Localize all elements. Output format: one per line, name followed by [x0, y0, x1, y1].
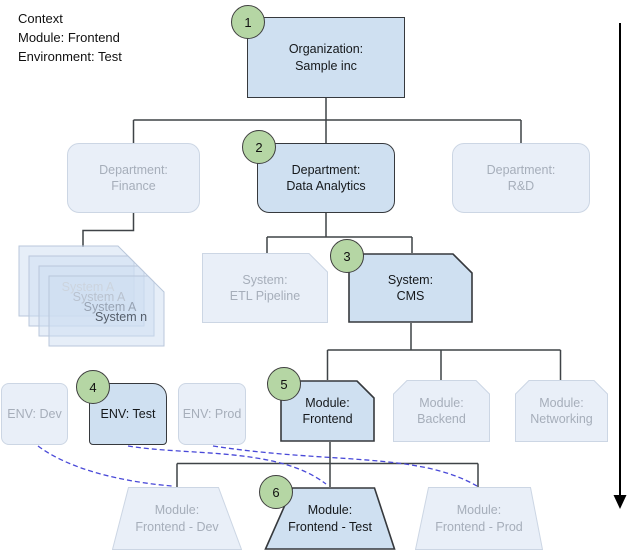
node-department-finance: Department: Finance [67, 143, 200, 213]
node-env-dev-label: ENV: Dev [7, 406, 62, 421]
badge-number: 5 [280, 376, 288, 392]
node-label-line: Frontend - Dev [135, 519, 219, 534]
node-department-data-analytics: Department: Data Analytics [257, 143, 395, 213]
node-label-line: Frontend [302, 412, 353, 426]
step-badge-3: 3 [330, 239, 364, 273]
node-module-backend-label: Module: Backend [417, 395, 466, 428]
node-label-line: Data Analytics [286, 179, 366, 193]
node-label-line: Backend [417, 412, 466, 426]
edge-cms-to-modules [326, 323, 562, 380]
node-instance-frontend-dev-label: Module: Frontend - Dev [135, 502, 218, 535]
node-label-line: CMS [396, 289, 425, 303]
node-module-frontend: Module: Frontend [280, 380, 375, 442]
node-department-rd: Department: R&D [452, 143, 590, 213]
step-badge-4: 4 [76, 370, 110, 404]
stack-item-label: System A [61, 279, 115, 294]
dashed-link-env-test-to-instance-test [127, 445, 327, 485]
node-system-etl-pipeline: System: ETL Pipeline [202, 253, 328, 323]
node-label-line: ETL Pipeline [229, 289, 301, 303]
node-label-line: Frontend - Test [288, 519, 372, 534]
dashed-link-env-prod-to-instance-prod [212, 445, 478, 487]
node-module-frontend-label: Module: Frontend [302, 395, 352, 428]
node-organization-label: Organization: Sample inc [289, 41, 363, 74]
node-env-test-label: ENV: Test [100, 406, 156, 421]
node-label-line: Networking [530, 412, 593, 426]
node-label-line: Module: [456, 503, 502, 518]
card-shape [348, 253, 473, 323]
context-environment-line: Environment: Test [18, 48, 122, 64]
step-badge-1: 1 [231, 5, 265, 39]
badge-number: 2 [255, 139, 263, 155]
node-system-cms: System: CMS [348, 253, 473, 323]
card-shape [280, 380, 375, 442]
node-label-line: Module: [154, 503, 200, 518]
edge-data-analytics-to-systems [266, 213, 413, 253]
node-label-line: R&D [507, 179, 535, 193]
node-label-line: Department: [99, 162, 168, 177]
node-department-finance-label: Department: Finance [99, 162, 168, 195]
node-label-line: Department: [291, 162, 361, 177]
node-department-rd-label: Department: R&D [487, 162, 556, 195]
stack-item-label: System A [83, 299, 137, 314]
node-instance-frontend-dev: Module: Frontend - Dev [112, 487, 242, 550]
node-label-line: Finance [111, 179, 156, 193]
badge-number: 4 [89, 379, 97, 395]
stack-item-label: System A [72, 289, 126, 304]
node-department-data-analytics-label: Department: Data Analytics [286, 162, 365, 195]
node-label-line: Module: [305, 395, 350, 410]
node-label-line: Module: [307, 503, 353, 518]
edge-org-to-departments [132, 98, 522, 143]
node-label-line: Department: [486, 162, 556, 177]
node-module-networking: Module: Networking [515, 380, 608, 442]
node-system-cms-label: System: CMS [388, 272, 433, 305]
step-badge-5: 5 [267, 367, 301, 401]
node-label-line: Module: [539, 395, 584, 410]
node-system-stack: System A System A System A System n [18, 245, 170, 353]
node-module-networking-label: Module: Networking [530, 395, 593, 428]
trapezoid-shape [415, 487, 543, 550]
node-system-etl-label: System: ETL Pipeline [230, 272, 300, 305]
node-organization: Organization: Sample inc [247, 17, 405, 98]
edge-frontend-to-instances [176, 442, 479, 487]
node-module-backend: Module: Backend [393, 380, 490, 442]
context-note: Context Module: Frontend Environment: Te… [18, 10, 122, 67]
badge-number: 6 [272, 484, 280, 500]
node-instance-frontend-prod-label: Module: Frontend - Prod [435, 502, 523, 535]
trapezoid-shape [112, 487, 242, 550]
badge-number: 1 [244, 14, 252, 30]
step-badge-6: 6 [259, 475, 293, 509]
card-shape [515, 380, 608, 442]
node-env-prod-label: ENV: Prod [182, 406, 242, 421]
stack-item-label: System n [94, 309, 148, 324]
node-instance-frontend-prod: Module: Frontend - Prod [415, 487, 543, 550]
card-shape [393, 380, 490, 442]
node-label-line: System: [387, 272, 434, 287]
context-module-line: Module: Frontend [18, 29, 120, 45]
stacked-cards-shape [18, 245, 165, 347]
trapezoid-shape [264, 487, 396, 550]
timeline-arrow [613, 23, 627, 509]
node-label-line: Frontend - Prod [435, 519, 523, 534]
card-shape [202, 253, 328, 323]
node-env-dev: ENV: Dev [1, 383, 68, 445]
node-label-line: Module: [419, 395, 464, 410]
node-env-prod: ENV: Prod [178, 383, 246, 445]
node-label-line: System: [242, 272, 288, 287]
context-heading: Context [18, 11, 63, 26]
edge-finance-to-system-stack [82, 213, 135, 247]
node-label-line: Sample inc [295, 58, 357, 73]
node-instance-frontend-test-label: Module: Frontend - Test [288, 502, 372, 535]
step-badge-2: 2 [242, 130, 276, 164]
badge-number: 3 [343, 248, 351, 264]
node-label-line: Organization: [288, 42, 364, 57]
dashed-link-env-dev-to-instance-dev [37, 445, 173, 487]
node-instance-frontend-test: Module: Frontend - Test [264, 487, 396, 550]
